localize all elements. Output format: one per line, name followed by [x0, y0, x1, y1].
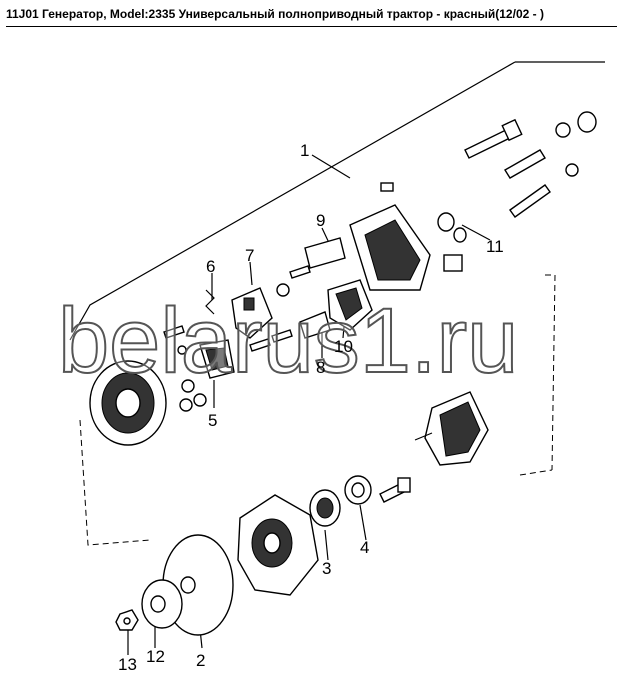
callout-12: 12: [146, 647, 165, 666]
stud-bolt-lower: [509, 163, 579, 218]
stud-bolt: [504, 111, 597, 179]
callout-4: 4: [360, 538, 369, 557]
regulator-part-7: [231, 287, 273, 339]
diagram-title: 11J01 Генератор, Model:2335 Универсальны…: [6, 6, 617, 27]
rectifier-part-10: [327, 279, 373, 331]
pulley-part-12: [141, 579, 183, 629]
callout-10: 10: [334, 337, 353, 356]
rotor: [414, 391, 489, 466]
brush-part-9: [304, 237, 346, 269]
front-housing: [237, 494, 319, 596]
callout-11: 11: [486, 237, 504, 256]
callout-8: 8: [316, 358, 325, 377]
watermark-text: belarus1.ru: [58, 290, 518, 392]
assembly-frame: [69, 61, 605, 546]
callout-13: 13: [118, 655, 137, 674]
retainer-part-4: [344, 475, 372, 505]
retainer-bolt: [379, 477, 411, 503]
nut-part-13: [115, 609, 139, 631]
brush-part-8: [299, 311, 331, 339]
callout-7: 7: [245, 246, 254, 265]
regulator-part-5: [199, 339, 235, 379]
small-bolts: [163, 265, 311, 412]
callout-6: 6: [206, 257, 215, 276]
clip-part-6: [205, 289, 215, 315]
callout-2: 2: [196, 651, 205, 670]
bearing-part-3: [309, 489, 341, 527]
rear-housing: [349, 182, 467, 291]
callout-9: 9: [316, 211, 325, 230]
callout-3: 3: [322, 559, 331, 578]
rear-cover: [89, 360, 167, 446]
through-bolt: [464, 118, 523, 159]
callout-1: 1: [300, 141, 309, 160]
callout-5: 5: [208, 411, 217, 430]
